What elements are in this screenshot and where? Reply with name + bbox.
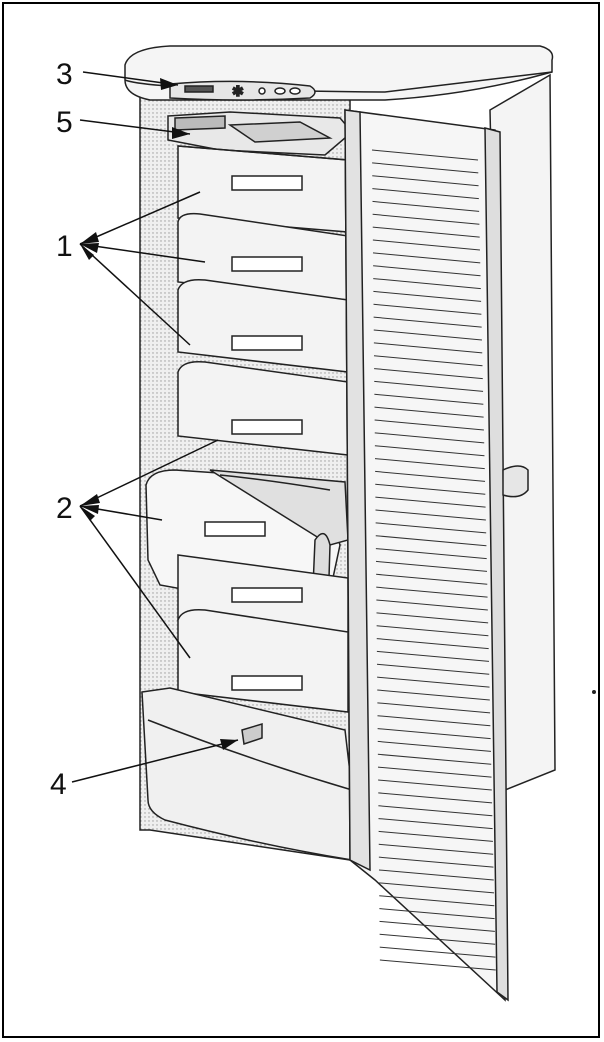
door-liner-line bbox=[379, 946, 496, 958]
stray-dot bbox=[592, 690, 596, 694]
door-liner-line bbox=[371, 149, 479, 161]
door bbox=[344, 109, 529, 1002]
arrowheads bbox=[80, 78, 238, 750]
callout-2: 2 bbox=[56, 492, 73, 525]
door-liner-line bbox=[377, 753, 492, 765]
door-liner-line bbox=[378, 792, 493, 804]
door-liner-line bbox=[375, 496, 486, 508]
door-liner-line bbox=[375, 522, 487, 534]
door-liner-line bbox=[378, 818, 493, 830]
display-window bbox=[184, 85, 214, 93]
door-liner-line bbox=[374, 419, 484, 431]
door-liner-line bbox=[374, 368, 483, 380]
door-liner-line bbox=[374, 393, 484, 405]
door-liner-line bbox=[379, 959, 496, 971]
door-liner-line bbox=[376, 663, 490, 675]
door-liner-line bbox=[375, 483, 486, 495]
door-liner-line bbox=[373, 303, 482, 315]
drawers bbox=[145, 145, 349, 713]
door-liner-line bbox=[379, 882, 495, 894]
door-liner-line bbox=[377, 728, 491, 740]
door-liner-line bbox=[377, 676, 490, 688]
door-liner-line bbox=[373, 265, 481, 277]
door-liner-line bbox=[375, 548, 487, 560]
door-liner-line bbox=[378, 856, 494, 868]
arrow-1b bbox=[80, 243, 99, 253]
door-liner-line bbox=[376, 638, 489, 650]
arrow-1c bbox=[80, 244, 94, 260]
door-liner-line bbox=[378, 779, 492, 791]
door-liner-line bbox=[377, 715, 491, 727]
door-liner-line bbox=[375, 509, 486, 521]
leader-5 bbox=[79, 119, 191, 135]
door-liner-line bbox=[378, 843, 494, 855]
door-liner-line bbox=[374, 406, 484, 418]
door-liner-line bbox=[373, 278, 481, 290]
door-liner-line bbox=[372, 239, 481, 251]
leader-1c bbox=[79, 243, 191, 346]
door-liner-line bbox=[373, 290, 482, 302]
door-liner-line bbox=[376, 586, 488, 598]
door-liner-line bbox=[376, 625, 489, 637]
door-liner-line bbox=[375, 535, 487, 547]
door-liner-line bbox=[374, 432, 485, 444]
door-liner-line bbox=[377, 740, 491, 752]
door-liner-line bbox=[373, 355, 483, 367]
door-liner-line bbox=[379, 920, 495, 932]
door-liner-line bbox=[378, 869, 494, 881]
arrow-2a bbox=[80, 494, 100, 506]
door-liner-line bbox=[373, 316, 482, 328]
door-liner-lines bbox=[371, 149, 496, 971]
door-liner-line bbox=[377, 689, 490, 701]
door-liner-line bbox=[372, 226, 480, 238]
callout-4: 4 bbox=[50, 768, 67, 801]
arrow-5 bbox=[172, 127, 190, 139]
leader-4 bbox=[71, 739, 239, 783]
door-liner-line bbox=[379, 895, 495, 907]
door-liner-line bbox=[378, 805, 493, 817]
callout-3: 3 bbox=[56, 58, 73, 91]
leader-2c bbox=[79, 505, 191, 659]
door-liner-line bbox=[374, 458, 485, 470]
door-liner-line bbox=[374, 380, 484, 392]
arrow-4 bbox=[220, 739, 238, 750]
door-liner-line bbox=[372, 213, 480, 225]
door-liner-line bbox=[376, 573, 488, 585]
door-liner-line bbox=[372, 200, 480, 212]
snowflake-icon: ✱ bbox=[232, 84, 244, 100]
door-liner-line bbox=[376, 612, 489, 624]
door-liner-line bbox=[372, 162, 479, 174]
arrow-2b bbox=[80, 505, 99, 514]
door-liner-line bbox=[373, 329, 482, 341]
door-liner-line bbox=[374, 445, 485, 457]
door-liner-line bbox=[372, 252, 481, 264]
door-liner-line bbox=[377, 702, 491, 714]
top-tray bbox=[167, 111, 354, 156]
door-liner-line bbox=[379, 933, 496, 945]
door-liner-line bbox=[378, 830, 493, 842]
door-liner-line bbox=[377, 766, 492, 778]
door-liner-line bbox=[376, 650, 490, 662]
door-liner-line bbox=[379, 908, 495, 920]
door-liner-line bbox=[372, 188, 479, 200]
door-liner-line bbox=[372, 175, 479, 187]
door-liner-line bbox=[375, 470, 486, 482]
arrow-3 bbox=[160, 78, 178, 90]
leader-1a bbox=[79, 191, 201, 245]
leader-2a bbox=[79, 439, 219, 507]
callout-1: 1 bbox=[56, 230, 73, 263]
door-liner-line bbox=[375, 560, 488, 572]
leader-1b bbox=[79, 243, 206, 263]
door-liner-line bbox=[376, 599, 488, 611]
arrow-1a bbox=[80, 232, 99, 244]
callout-5: 5 bbox=[56, 106, 73, 139]
arrow-2c bbox=[80, 506, 95, 521]
top-panel: ✱ bbox=[124, 45, 554, 101]
door-liner-line bbox=[373, 342, 483, 354]
